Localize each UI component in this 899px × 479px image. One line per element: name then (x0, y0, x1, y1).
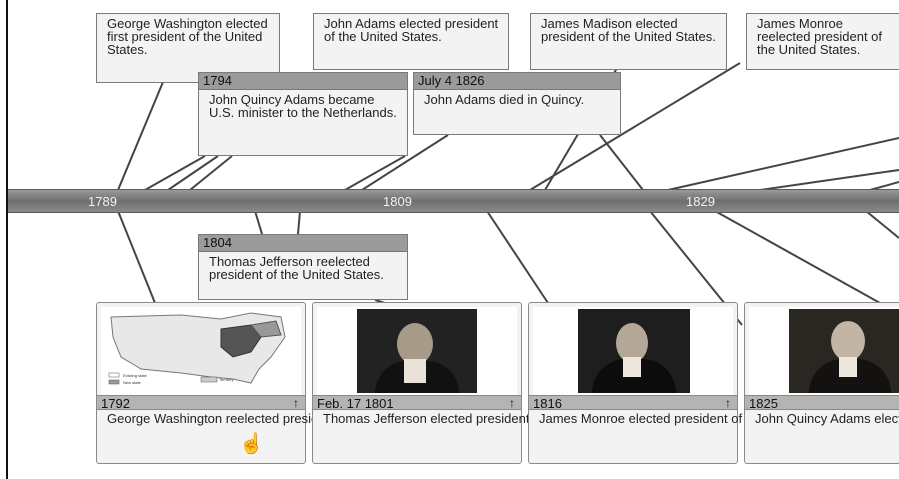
card-date-label: Feb. 17 1801 (317, 396, 394, 411)
card-date: 1816 ↑ (529, 395, 737, 411)
map-legend-label: New state (123, 380, 142, 385)
event-date: 1794 (199, 73, 407, 90)
james-monroe-portrait (533, 307, 733, 395)
event-adams-died[interactable]: July 4 1826 John Adams died in Quincy. (413, 72, 621, 135)
event-madison-elected[interactable]: James Madison elected president of the U… (530, 13, 727, 70)
collapse-up-icon[interactable]: ↑ (293, 396, 299, 410)
event-washington-elected[interactable]: George Washington elected first presiden… (96, 13, 280, 83)
event-text: George Washington elected first presiden… (107, 16, 268, 57)
window-border (6, 0, 8, 479)
card-text: James Monroe elected president of the Un… (539, 411, 850, 426)
hand-cursor-icon: ☝ (239, 433, 264, 455)
card-date: 1825 (745, 395, 899, 411)
event-text: John Quincy Adams became U.S. minister t… (209, 92, 397, 120)
collapse-up-icon[interactable]: ↑ (509, 396, 515, 410)
card-text: George Washington reelected president of… (107, 411, 458, 426)
event-jefferson-reelected[interactable]: 1804 Thomas Jefferson reelected presiden… (198, 234, 408, 300)
tick-label: 1829 (686, 194, 715, 209)
thomas-jefferson-portrait (317, 307, 517, 395)
event-jqa-minister[interactable]: 1794 John Quincy Adams became U.S. minis… (198, 72, 408, 156)
john-quincy-adams-portrait (749, 307, 899, 395)
event-text: James Monroe reelected president of the … (757, 16, 883, 57)
event-card-monroe-elected[interactable]: 1816 ↑ James Monroe elected president of… (528, 302, 850, 464)
card-date-label: 1816 (533, 396, 562, 411)
event-date: 1804 (199, 235, 407, 252)
tick-label: 1789 (88, 194, 117, 209)
event-date: July 4 1826 (414, 73, 620, 90)
event-text: John Adams elected president of the Unit… (324, 16, 499, 44)
event-monroe-reelected[interactable]: James Monroe reelected president of the … (746, 13, 899, 70)
card-date-label: 1825 (749, 396, 778, 411)
card-date: Feb. 17 1801 ↑ (313, 395, 521, 411)
event-adams-elected[interactable]: John Adams elected president of the Unit… (313, 13, 509, 70)
event-card-jefferson-elected[interactable]: Feb. 17 1801 ↑ Thomas Jefferson elected … (312, 302, 651, 464)
event-card-washington-reelected[interactable]: Existing state New state Territory 1792 … (96, 302, 458, 464)
collapse-up-icon[interactable]: ↑ (725, 396, 731, 410)
card-text: John Quincy Adams elected president of t… (755, 411, 899, 426)
card-text: Thomas Jefferson elected president of th… (323, 411, 651, 426)
card-date: 1792 ↑ (97, 395, 305, 411)
event-text: Thomas Jefferson reelected president of … (209, 254, 384, 282)
us-territorial-map: Existing state New state Territory (101, 307, 301, 395)
event-text: John Adams died in Quincy. (424, 92, 585, 107)
timeline-axis[interactable]: 1789 1809 1829 (8, 189, 899, 213)
map-legend-label: Existing state (123, 373, 148, 378)
event-text: James Madison elected president of the U… (541, 16, 716, 44)
event-card-jqa-elected[interactable]: 1825 John Quincy Adams elected president… (744, 302, 899, 464)
card-date-label: 1792 (101, 396, 130, 411)
tick-label: 1809 (383, 194, 412, 209)
map-legend-label: Territory (219, 377, 233, 382)
